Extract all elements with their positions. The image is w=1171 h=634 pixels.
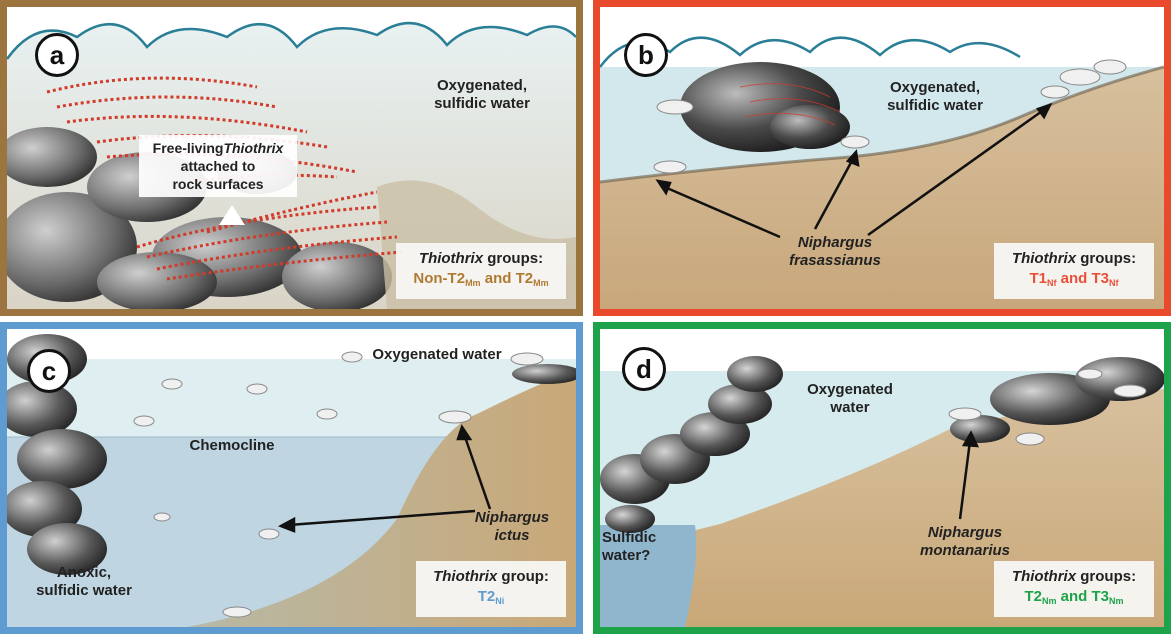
legend-groups: Non-T2Mm and T2Mm	[406, 269, 556, 293]
callout-line1: Free-livingThiothrix	[145, 139, 291, 157]
legend-title: Thiothrix group:	[426, 567, 556, 587]
water-label-line2: sulfidic water	[865, 97, 1005, 115]
panel-b-species-label: Niphargus frasassianus	[770, 234, 900, 270]
species-line2: frasassianus	[770, 252, 900, 270]
panel-d-letter: d	[622, 347, 666, 391]
water-label-line1: Oxygenated	[790, 381, 910, 399]
species-line1: Niphargus	[770, 234, 900, 252]
panel-c-letter: c	[27, 349, 71, 393]
callout-line2: attached to	[145, 157, 291, 175]
panel-b-legend: Thiothrix groups: T1Nf and T3Nf	[994, 243, 1154, 299]
panel-d-legend: Thiothrix groups: T2Nm and T3Nm	[994, 561, 1154, 617]
panel-d: d Oxygenated water Sulfidic water? Nipha…	[593, 322, 1171, 634]
panel-b-water-label: Oxygenated, sulfidic water	[865, 79, 1005, 115]
panel-c-species-label: Niphargus ictus	[462, 509, 562, 545]
panel-a: a Oxygenated, sulfidic water Free-living…	[0, 0, 583, 316]
panel-c-anoxic-label: Anoxic, sulfidic water	[19, 564, 149, 600]
sulfidic-line2: water?	[602, 547, 682, 565]
panel-b: b Oxygenated, sulfidic water Niphargus f…	[593, 0, 1171, 316]
panel-c-chemocline-label: Chemocline	[177, 437, 287, 455]
legend-title: Thiothrix groups:	[1004, 249, 1144, 269]
legend-groups: T2Ni	[426, 587, 556, 611]
water-label-line1: Oxygenated,	[412, 77, 552, 95]
species-line1: Niphargus	[905, 524, 1025, 542]
water-label-line2: water	[790, 399, 910, 417]
species-line1: Niphargus	[462, 509, 562, 527]
anoxic-line1: Anoxic,	[19, 564, 149, 582]
panel-a-water-label: Oxygenated, sulfidic water	[412, 77, 552, 113]
panel-a-legend: Thiothrix groups: Non-T2Mm and T2Mm	[396, 243, 566, 299]
sulfidic-line1: Sulfidic	[602, 529, 682, 547]
anoxic-line2: sulfidic water	[19, 582, 149, 600]
panel-c: c Oxygenated water Chemocline Anoxic, su…	[0, 322, 583, 634]
panel-a-letter: a	[35, 33, 79, 77]
panel-a-callout: Free-livingThiothrix attached to rock su…	[139, 135, 297, 197]
panel-d-species-label: Niphargus montanarius	[905, 524, 1025, 560]
panel-b-letter: b	[624, 33, 668, 77]
legend-groups: T1Nf and T3Nf	[1004, 269, 1144, 293]
legend-title: Thiothrix groups:	[406, 249, 556, 269]
panel-d-sulfidic-label: Sulfidic water?	[602, 529, 682, 565]
panel-c-legend: Thiothrix group: T2Ni	[416, 561, 566, 617]
callout-line3: rock surfaces	[145, 175, 291, 193]
water-label-line1: Oxygenated,	[865, 79, 1005, 97]
panel-d-water-label: Oxygenated water	[790, 381, 910, 417]
legend-groups: T2Nm and T3Nm	[1004, 587, 1144, 611]
panel-c-top-water-label: Oxygenated water	[362, 346, 512, 364]
water-label-line2: sulfidic water	[412, 95, 552, 113]
species-line2: montanarius	[905, 542, 1025, 560]
species-line2: ictus	[462, 527, 562, 545]
legend-title: Thiothrix groups:	[1004, 567, 1144, 587]
